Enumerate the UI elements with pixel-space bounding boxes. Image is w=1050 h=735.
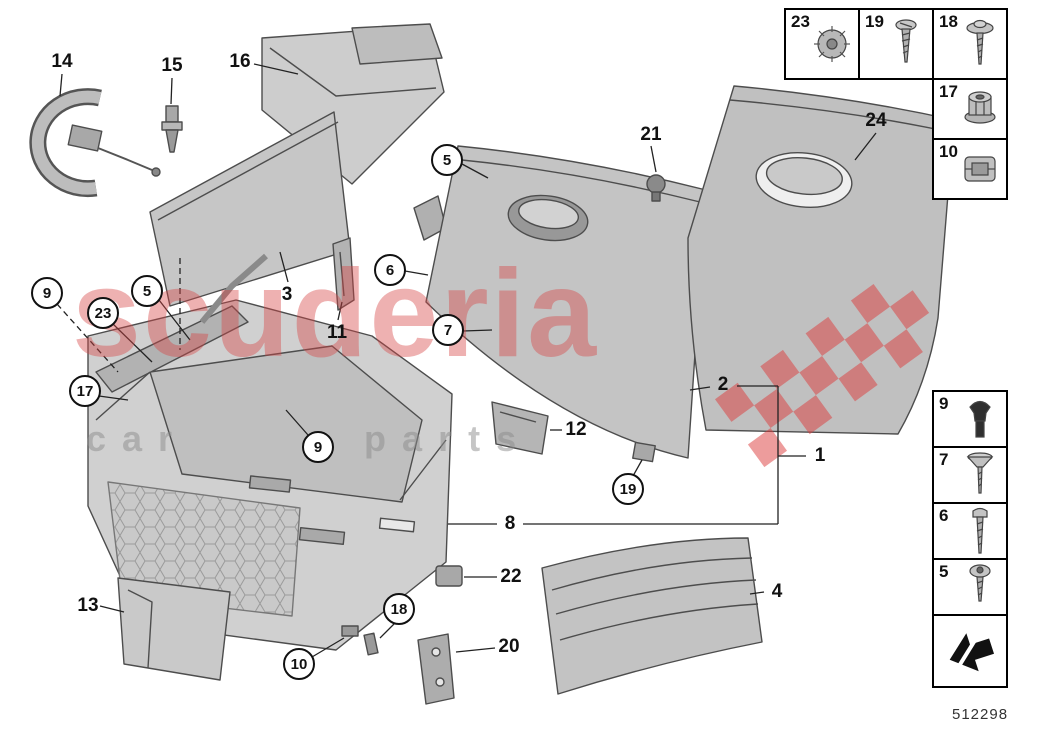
callout-part-7[interactable]: 7 [432,314,464,346]
callout-part-16[interactable]: 16 [229,51,251,72]
legend-cell-9[interactable]: 9 [932,390,1008,448]
callout-part-9-b[interactable]: 9 [302,431,334,463]
callout-part-18[interactable]: 18 [383,593,415,625]
callout-part-22[interactable]: 22 [500,566,522,587]
lock-knob-shape [647,175,665,201]
lower-bracket-shape [418,634,454,704]
flange-nut-icon [964,91,996,124]
callout-part-19[interactable]: 19 [612,473,644,505]
washer-screw-icon [966,19,994,65]
sheet-metal-clip-icon [964,156,996,182]
lock-cylinder-shape [162,106,182,152]
callout-part-3[interactable]: 3 [281,284,293,305]
leader-lines [57,64,876,657]
diagram-code: 512298 [952,706,1009,723]
callout-part-14[interactable]: 14 [51,51,73,72]
callout-part-6[interactable]: 6 [374,254,406,286]
callout-part-17[interactable]: 17 [69,375,101,407]
torx-screw-icon [969,564,991,602]
expanding-rivet-icon [969,400,991,438]
rubber-mat-shape [542,538,762,694]
callout-part-11[interactable]: 11 [326,322,348,343]
callout-part-20[interactable]: 20 [498,636,520,657]
legend-cell-10[interactable]: 10 [932,138,1008,200]
legend-cell-5[interactable]: 5 [932,558,1008,616]
legend-cell-arrow[interactable] [932,614,1008,688]
lower-flap-shape [118,578,230,680]
callout-part-4[interactable]: 4 [771,581,783,602]
lid-panel-shape [150,112,350,306]
side-bracket-shape [333,238,354,310]
legend-cell-6[interactable]: 6 [932,502,1008,560]
callout-part-13[interactable]: 13 [77,595,99,616]
damper-clip-shape [436,566,462,586]
checkered-flag-watermark [714,284,930,468]
release-handle-shape [38,97,160,189]
legend-cell-18[interactable]: 18 [932,8,1008,80]
callout-part-8[interactable]: 8 [504,513,516,534]
pan-head-screw-icon [972,507,988,554]
direction-arrow-icon [949,633,995,672]
legend-cell-7[interactable]: 7 [932,446,1008,504]
callout-part-24[interactable]: 24 [865,110,887,131]
legend-cell-17[interactable]: 17 [932,78,1008,140]
callout-part-5-a[interactable]: 5 [131,275,163,307]
callout-part-5-b[interactable]: 5 [431,144,463,176]
callout-part-15[interactable]: 15 [161,55,183,76]
countersunk-screw-icon [966,452,994,494]
callout-part-9-a[interactable]: 9 [31,277,63,309]
tapping-screw-icon [895,19,917,63]
callout-part-12[interactable]: 12 [565,419,587,440]
callout-part-2[interactable]: 2 [717,374,729,395]
support-bracket-shape [492,402,548,454]
legend-cell-19[interactable]: 19 [858,8,934,80]
callout-part-23[interactable]: 23 [87,297,119,329]
legend-cell-23[interactable]: 23 [784,8,860,80]
callout-part-21[interactable]: 21 [640,124,662,145]
callout-part-1[interactable]: 1 [814,445,826,466]
spring-clip-nut-icon [814,26,850,62]
callout-part-10[interactable]: 10 [283,648,315,680]
inner-door-panel-shape [414,146,706,462]
